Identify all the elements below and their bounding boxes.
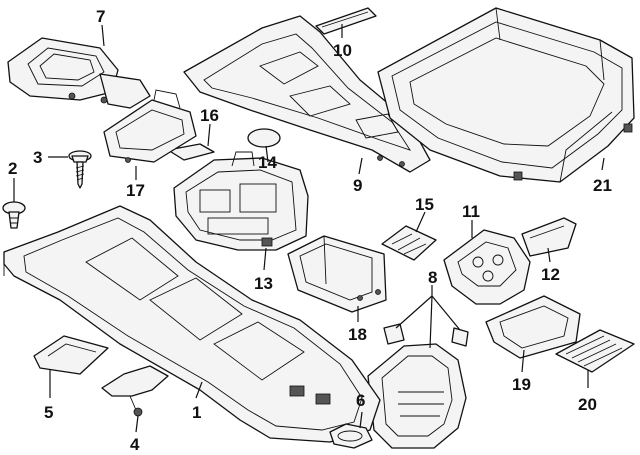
part-10-trim-strip[interactable] [315,7,377,35]
callout-17[interactable]: 17 [126,181,145,200]
part-16-pad[interactable] [167,143,215,161]
callout-7[interactable]: 7 [96,7,105,26]
callout-5[interactable]: 5 [44,403,53,422]
callout-21[interactable]: 21 [593,176,612,195]
callout-3[interactable]: 3 [33,148,42,167]
callout-labels: 7 10 16 14 3 2 17 9 21 15 11 12 13 8 18 … [8,7,612,454]
callout-13[interactable]: 13 [254,274,273,293]
part-19-pocket[interactable] [485,295,581,359]
callout-4[interactable]: 4 [130,435,140,454]
part-21-rear-compartment[interactable] [377,7,635,183]
callout-20[interactable]: 20 [578,395,597,414]
part-8-bezel-assembly[interactable] [367,323,469,449]
part-12-cover[interactable] [521,217,577,257]
callout-19[interactable]: 19 [512,375,531,394]
callout-8[interactable]: 8 [428,268,437,287]
callout-14[interactable]: 14 [258,153,277,172]
part-2-clip[interactable] [2,201,26,229]
part-11-bezel[interactable] [443,229,531,305]
callout-10[interactable]: 10 [333,41,352,60]
part-18-storage-bin[interactable] [287,235,387,313]
part-4-bracket[interactable] [101,365,169,417]
callout-9[interactable]: 9 [353,176,362,195]
part-13-shifter-mechanism[interactable] [173,151,309,251]
part-17-bracket-tray[interactable] [103,89,197,163]
part-5-pad[interactable] [33,335,109,375]
leader-lines [13,24,605,433]
callout-6[interactable]: 6 [356,391,365,410]
callout-16[interactable]: 16 [200,106,219,125]
part-7-shifter-bezel[interactable] [7,37,151,109]
callout-18[interactable]: 18 [348,325,367,344]
part-6-cup[interactable] [329,423,373,449]
part-14-round-pad[interactable] [247,128,281,148]
part-1-console-body[interactable] [3,205,381,443]
callout-2[interactable]: 2 [8,159,17,178]
part-3-screw[interactable] [68,150,92,189]
callout-1[interactable]: 1 [192,403,201,422]
part-15-mat[interactable] [381,225,437,261]
part-20-grille[interactable] [555,329,635,373]
callout-15[interactable]: 15 [415,195,434,214]
callout-11[interactable]: 11 [462,202,480,221]
callout-12[interactable]: 12 [541,265,560,284]
part-9-center-trim-panel[interactable] [183,15,431,173]
